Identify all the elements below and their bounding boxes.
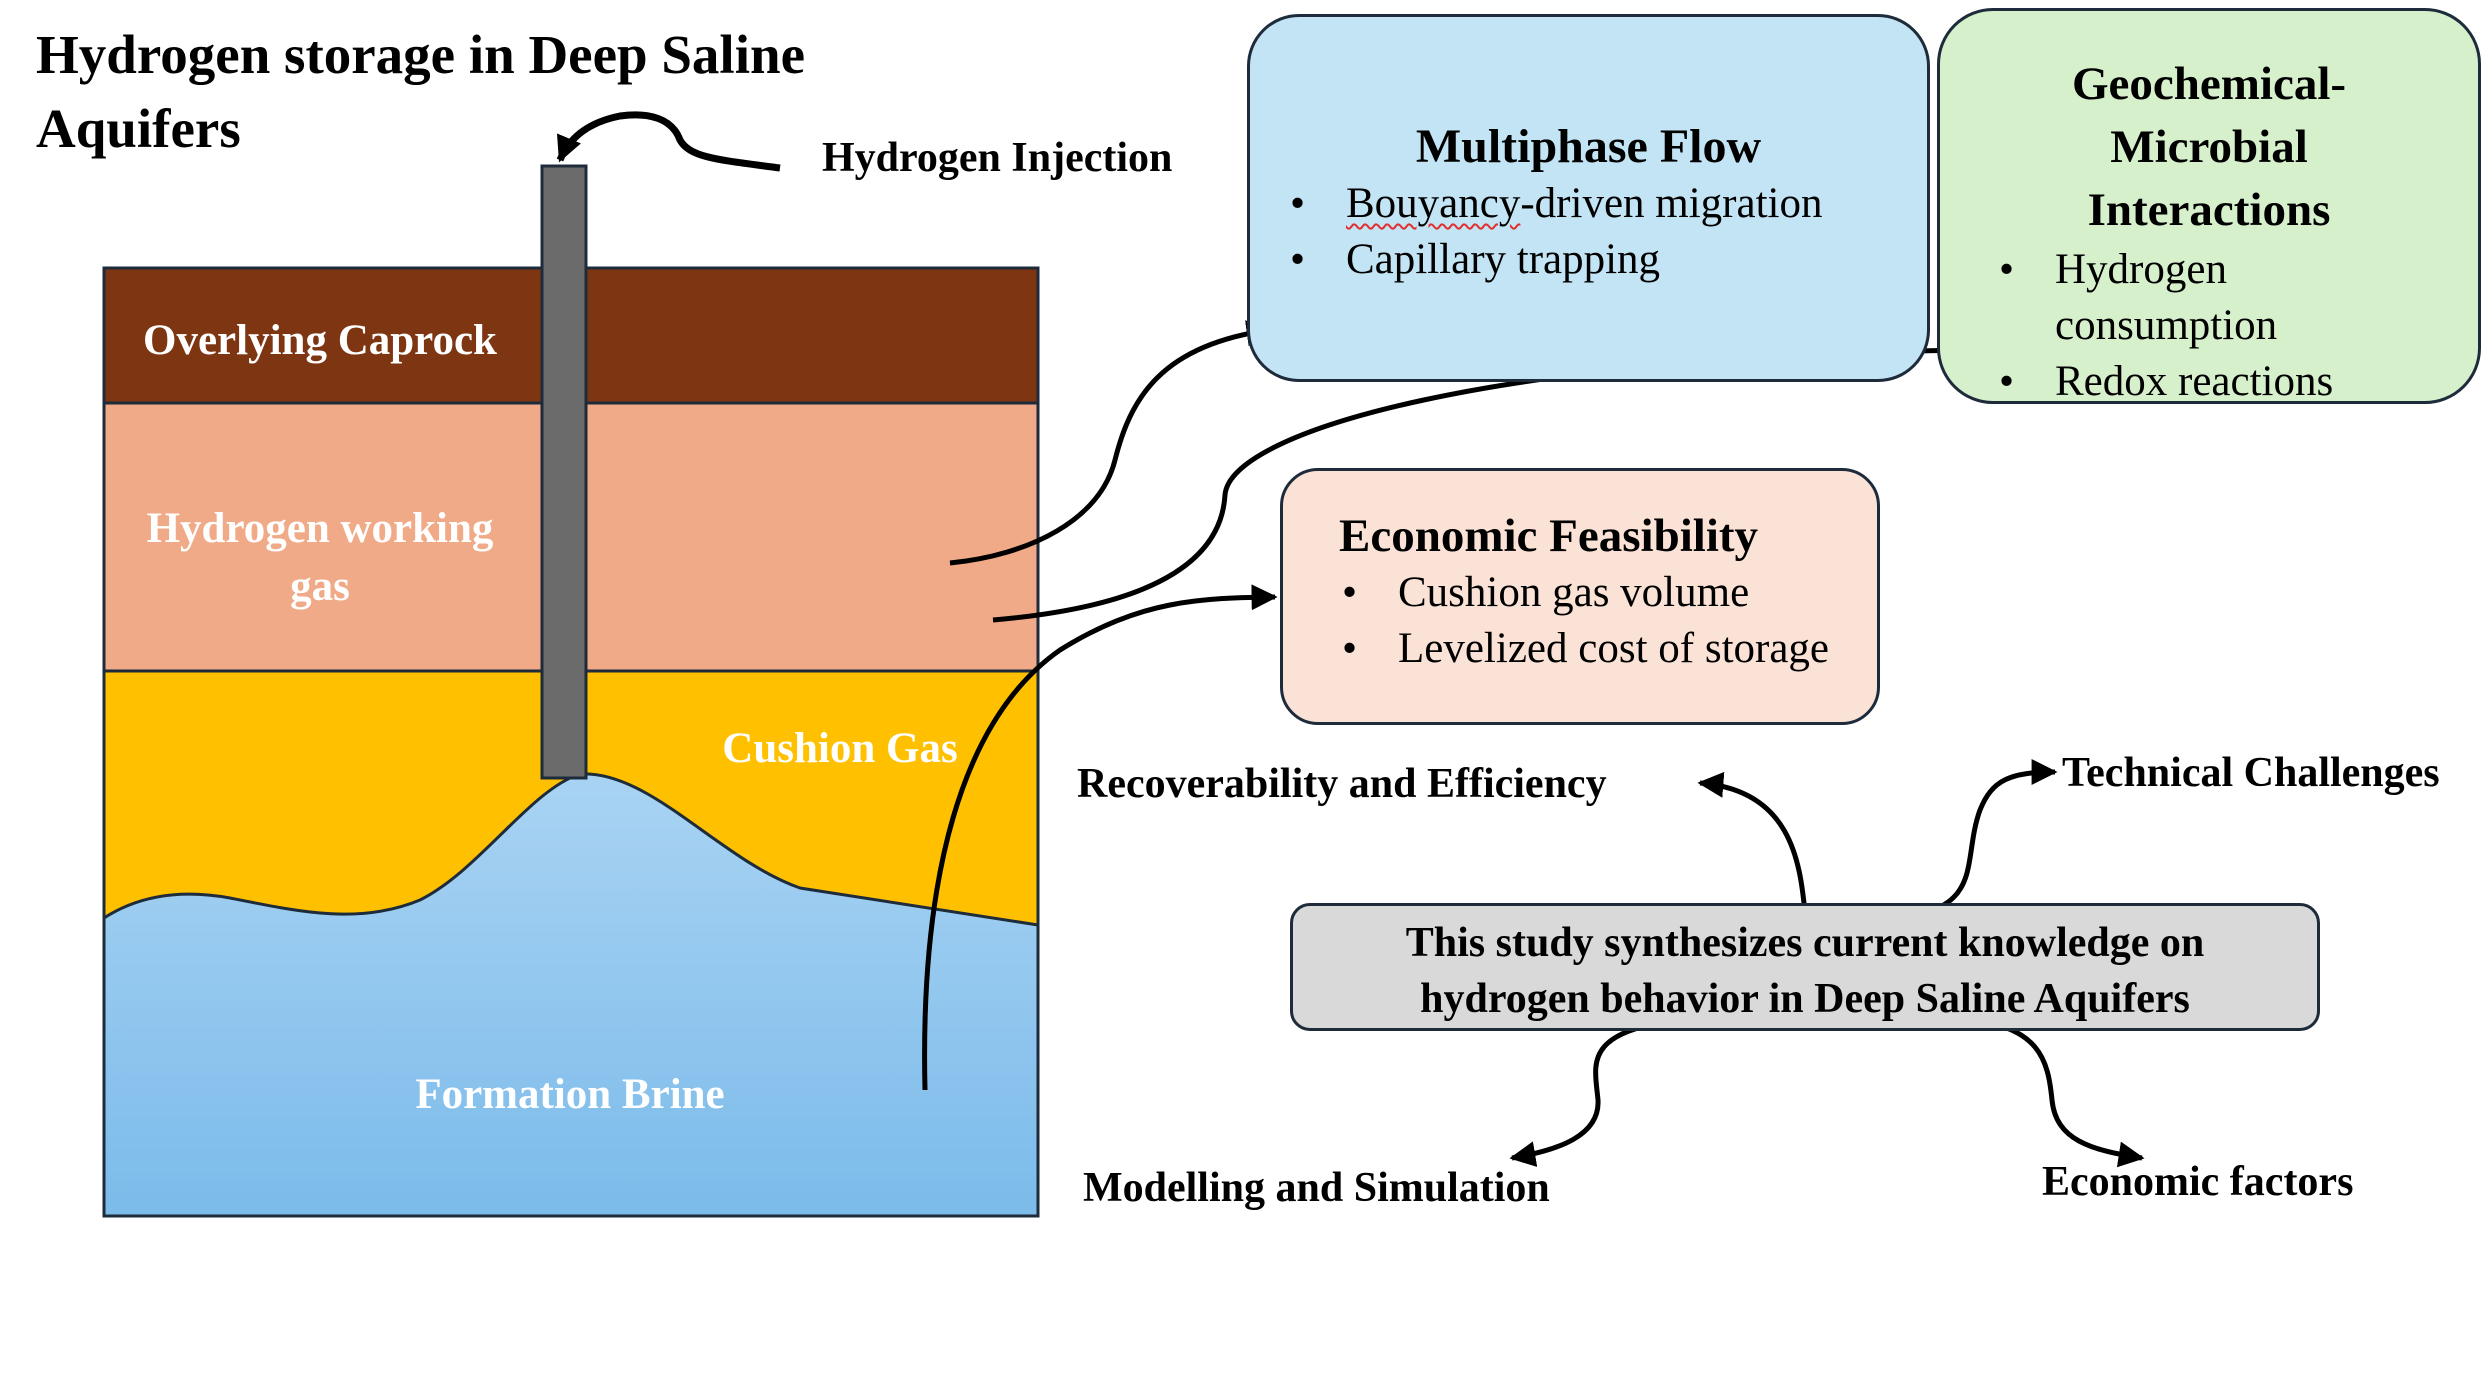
arrow-to-recoverability bbox=[1697, 771, 1808, 914]
modelling-label: Modelling and Simulation bbox=[1083, 1165, 1550, 1211]
arrow-to-economic-factors bbox=[1961, 1016, 2145, 1168]
technical-challenges-label: Technical Challenges bbox=[2062, 750, 2440, 796]
economic-bullet-levelized: Levelized cost of storage bbox=[1342, 621, 1877, 677]
geochemical-microbial-title: Geochemical-Microbial Interactions bbox=[2071, 58, 2347, 236]
injection-well bbox=[540, 164, 588, 780]
study-summary-box: This study synthesizes current knowledge… bbox=[1290, 903, 2320, 1031]
economic-bullet-cushion: Cushion gas volume bbox=[1342, 565, 1877, 621]
geochemical-microbial-box: Geochemical-Microbial Interactions Hydro… bbox=[1937, 8, 2481, 410]
economic-feasibility-box: Economic Feasibility Cushion gas volume … bbox=[1280, 468, 1880, 725]
economic-feasibility-title: Economic Feasibility bbox=[1339, 510, 1759, 562]
multiphase-bullet-buoyancy-text: Bouyancy-driven migration bbox=[1346, 180, 1823, 227]
multiphase-flow-title: Multiphase Flow bbox=[1415, 120, 1762, 173]
arrow-to-economic bbox=[922, 584, 1278, 1091]
arrow-to-modelling bbox=[1509, 1016, 1689, 1167]
multiphase-bullet-buoyancy: Bouyancy-driven migration bbox=[1290, 176, 1927, 232]
economic-factors-label: Economic factors bbox=[2042, 1159, 2354, 1205]
brine-interface-line bbox=[103, 772, 1039, 927]
multiphase-bullet-capillary: Capillary trapping bbox=[1290, 232, 1927, 288]
brine-layer bbox=[104, 773, 1038, 1216]
brine-label: Formation Brine bbox=[415, 1071, 725, 1118]
caprock-label: Overlying Caprock bbox=[143, 317, 497, 364]
recoverability-label: Recoverability and Efficiency bbox=[1077, 761, 1607, 807]
arrow-to-technical bbox=[1874, 759, 2058, 923]
injection-label: Hydrogen Injection bbox=[822, 135, 1173, 181]
injection-arrow bbox=[556, 111, 781, 172]
study-summary-text: This study synthesizes current knowledge… bbox=[1405, 920, 2205, 1022]
cushion-gas-label: Cushion Gas bbox=[722, 725, 958, 772]
working-gas-label: Hydrogen working gas bbox=[146, 505, 494, 611]
diagram-title: Hydrogen storage in Deep Saline Aquifers bbox=[36, 24, 805, 160]
geochemical-bullet-consumption: Hydrogen consumption bbox=[1999, 242, 2315, 354]
multiphase-flow-box: Multiphase Flow Bouyancy-driven migratio… bbox=[1247, 14, 1930, 382]
geochemical-bullet-redox: Redox reactions bbox=[1999, 354, 2478, 410]
arrow-to-multiphase bbox=[949, 320, 1273, 566]
